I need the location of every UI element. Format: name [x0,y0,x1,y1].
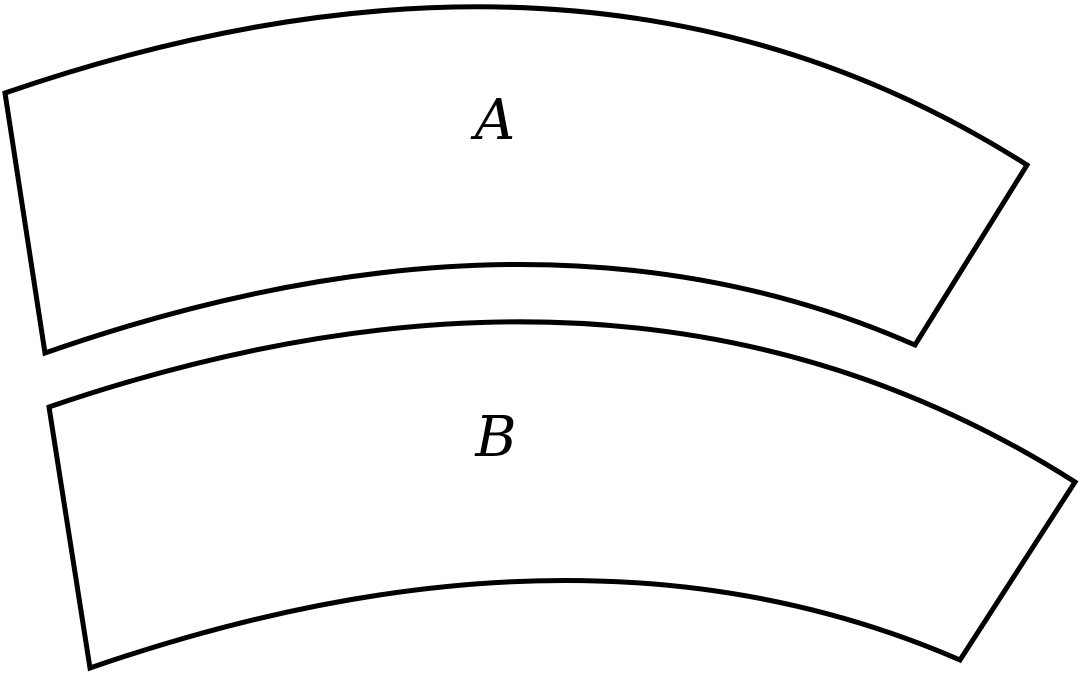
band-b: B [46,319,1079,672]
band-a-shape [2,4,1031,357]
band-b-label: B [474,405,516,470]
band-a-label: A [470,88,515,153]
band-a: A [2,4,1031,357]
band-b-shape [46,319,1079,672]
